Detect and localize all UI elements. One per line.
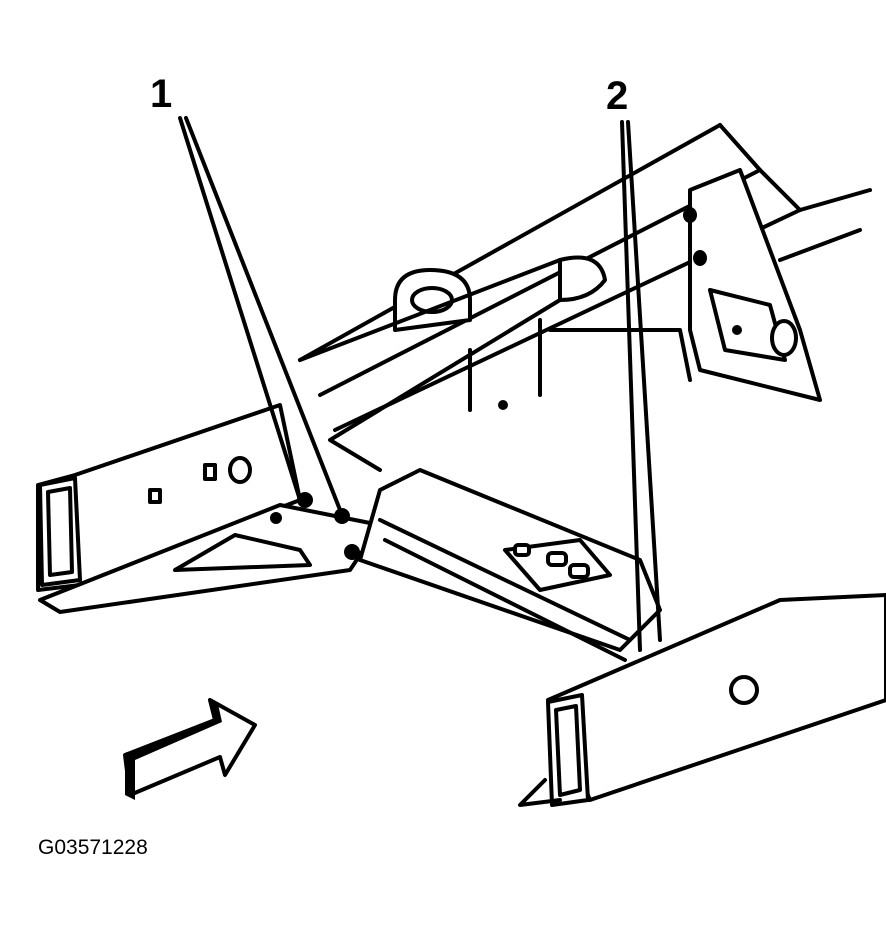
right-lower-frame-rail (518, 593, 886, 807)
crossmember-plate (38, 492, 382, 614)
upper-frame-rail (298, 123, 802, 432)
main-crossmember (358, 468, 662, 662)
front-direction-arrow-icon (123, 698, 257, 800)
left-frame-rail (36, 403, 302, 592)
callout-1-leaders (178, 116, 344, 517)
callout-2-label: 2 (606, 74, 629, 118)
callout-1-label: 1 (150, 72, 173, 116)
figure-id-label: G03571228 (38, 836, 148, 859)
callout-2-leaders (620, 120, 662, 652)
right-bracket (683, 168, 872, 402)
center-arm (298, 258, 692, 472)
